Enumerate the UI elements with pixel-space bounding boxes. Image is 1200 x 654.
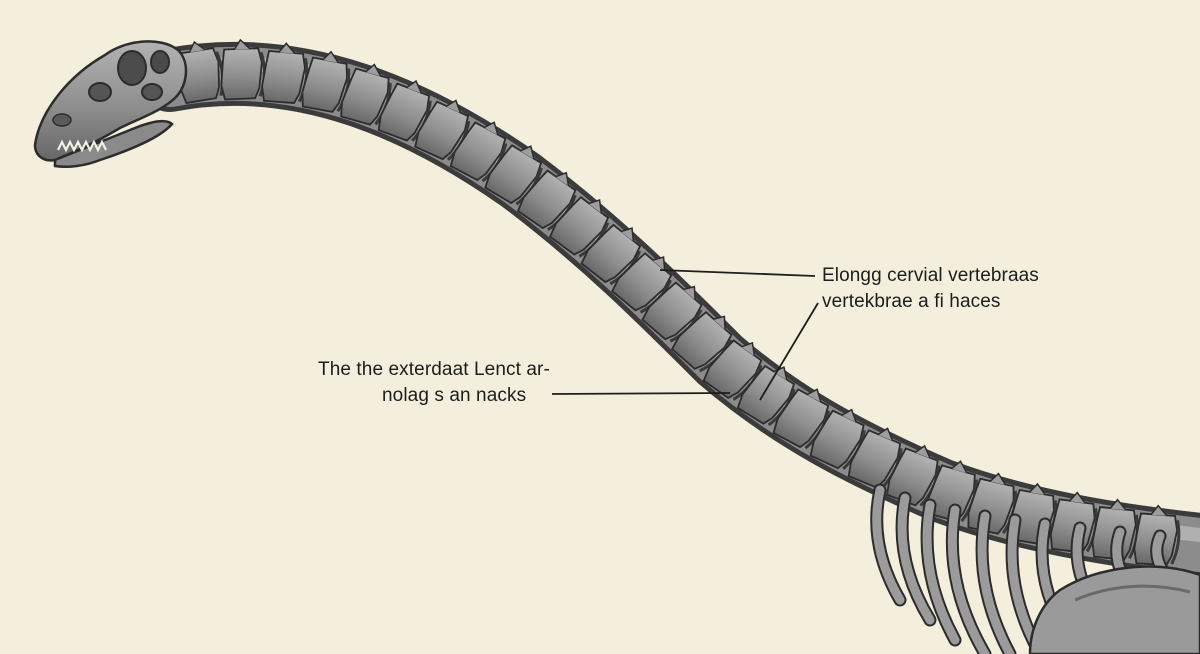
annotation-left: The the exterdaat Lenct ar- nolag s an n… [318,357,550,409]
vertebra [414,99,471,161]
annotation-left-line-1: The the exterdaat Lenct ar- [318,359,550,380]
vertebra [340,63,392,126]
vertebra [484,144,543,206]
skull [33,40,188,168]
annotation-left-line-2: nolag s an nacks [382,385,527,406]
scapula [1028,565,1200,654]
vertebra [301,50,351,113]
vertebra [809,408,866,470]
leader-line-right-diagonal [759,302,819,401]
annotation-right-line-2: vertekbrae a fi haces [822,291,1001,312]
vertebra [516,169,577,231]
leader-line-right [659,269,816,277]
annotation-right-line-1: Elongg cervial vertebraas [822,265,1039,286]
vertebra [261,42,309,104]
rib-fill [977,511,1015,654]
vertebra [702,339,763,401]
rib-fill [897,493,935,625]
vertebra [886,444,941,507]
rib-fill [872,485,905,605]
rib-fill [922,500,960,645]
rib-fill [947,505,990,654]
vertebra [220,38,266,101]
scapula-shade [1074,584,1191,602]
vertebra [580,223,642,286]
leader-line-left [551,392,731,395]
annotation-right: Elongg cervial vertebraas vertekbrae a f… [822,263,1039,315]
